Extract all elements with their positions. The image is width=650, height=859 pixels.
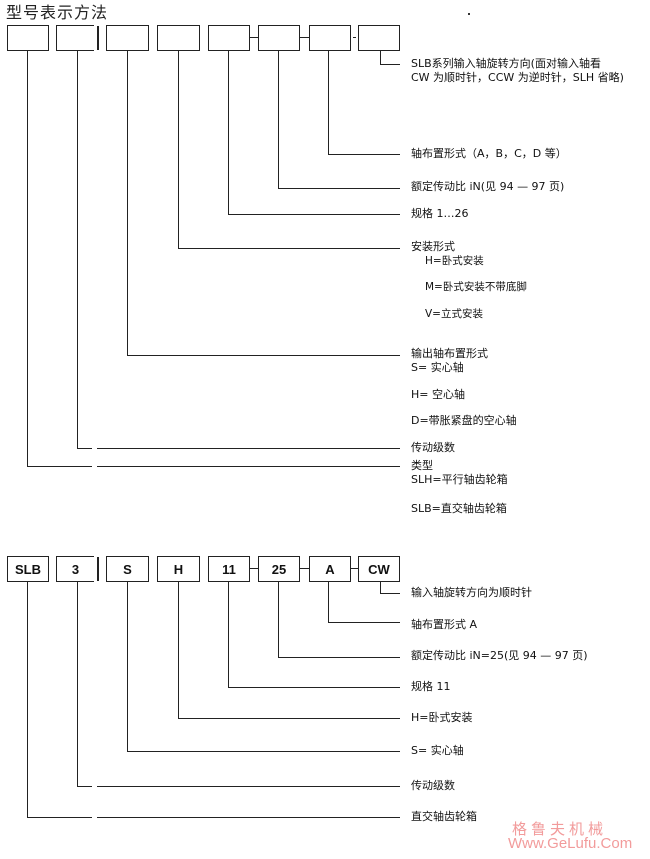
leader-line bbox=[228, 51, 230, 215]
page-title: 型号表示方法 bbox=[6, 3, 109, 22]
leader-line bbox=[278, 657, 400, 659]
label-output-shaft-d: D=带胀紧盘的空心轴 bbox=[411, 414, 517, 427]
label-rotation-line1: SLB系列输入轴旋转方向(面对输入轴看 bbox=[411, 57, 601, 70]
label-mounting-m: M=卧式安装不带底脚 bbox=[425, 281, 527, 293]
label-type-slh: SLH=平行轴齿轮箱 bbox=[411, 473, 508, 486]
example-label-ratio: 额定传动比 iN=25(见 94 — 97 页) bbox=[411, 649, 588, 662]
leader-line bbox=[278, 188, 400, 190]
leader-line bbox=[228, 687, 400, 689]
leader-line bbox=[127, 355, 400, 357]
leader-line bbox=[228, 582, 230, 688]
label-mounting-h: H=卧式安装 bbox=[425, 255, 484, 267]
leader-line bbox=[278, 51, 280, 189]
label-output-shaft-h: H= 空心轴 bbox=[411, 388, 465, 401]
example-label-type: 直交轴齿轮箱 bbox=[411, 810, 477, 823]
leader-line bbox=[328, 582, 330, 623]
label-type-slb: SLB=直交轴齿轮箱 bbox=[411, 502, 507, 515]
leader-line bbox=[328, 154, 400, 156]
leader-line bbox=[27, 466, 92, 468]
stray-dot bbox=[468, 13, 470, 15]
leader-line bbox=[328, 622, 400, 624]
example-label-mounting: H=卧式安装 bbox=[411, 711, 473, 724]
watermark-en: Www.GeLufu.Com bbox=[508, 835, 633, 852]
leader-line bbox=[380, 582, 382, 594]
leader-line bbox=[127, 751, 400, 753]
box-connector bbox=[351, 568, 358, 570]
example-box-rotation: CW bbox=[358, 556, 400, 582]
code-box-mounting bbox=[157, 25, 200, 51]
label-output-shaft-heading: 输出轴布置形式 bbox=[411, 347, 488, 360]
leader-line bbox=[380, 51, 382, 65]
leader-line bbox=[380, 593, 400, 595]
code-box-type bbox=[7, 25, 49, 51]
separator-bar bbox=[97, 26, 99, 50]
code-box-rotation bbox=[358, 25, 400, 51]
code-box-stages bbox=[56, 25, 94, 51]
box-connector bbox=[250, 37, 258, 39]
leader-line bbox=[278, 582, 280, 658]
label-output-shaft-s: S= 实心轴 bbox=[411, 361, 464, 374]
label-stages: 传动级数 bbox=[411, 441, 455, 454]
leader-line bbox=[228, 214, 400, 216]
leader-line bbox=[380, 64, 400, 66]
leader-line bbox=[97, 448, 400, 450]
leader-line bbox=[127, 582, 129, 752]
label-ratio: 额定传动比 iN(见 94 — 97 页) bbox=[411, 180, 565, 193]
label-type-heading: 类型 bbox=[411, 459, 433, 472]
example-box-output-shaft: S bbox=[106, 556, 149, 582]
example-box-shaft-arrangement: A bbox=[309, 556, 351, 582]
box-connector bbox=[250, 568, 258, 570]
watermark-cn: 格鲁夫机械 bbox=[512, 820, 608, 838]
leader-line bbox=[77, 51, 79, 449]
leader-line bbox=[178, 582, 180, 719]
leader-line bbox=[328, 51, 330, 155]
leader-line bbox=[77, 582, 79, 787]
label-rotation-line2: CW 为顺时针，CCW 为逆时针，SLH 省略) bbox=[411, 71, 624, 84]
leader-line bbox=[178, 718, 400, 720]
leader-line bbox=[97, 786, 400, 788]
leader-line bbox=[27, 582, 29, 818]
code-box-shaft-arrangement bbox=[309, 25, 351, 51]
leader-line bbox=[127, 51, 129, 356]
label-mounting-heading: 安装形式 bbox=[411, 240, 455, 253]
leader-line bbox=[77, 448, 92, 450]
leader-line bbox=[97, 817, 400, 819]
example-box-ratio: 25 bbox=[258, 556, 300, 582]
example-label-output-shaft: S= 实心轴 bbox=[411, 744, 464, 757]
leader-line bbox=[77, 786, 92, 788]
example-box-mounting: H bbox=[157, 556, 200, 582]
code-box-output-shaft bbox=[106, 25, 149, 51]
example-box-stages: 3 bbox=[56, 556, 94, 582]
box-connector bbox=[300, 568, 309, 570]
box-connector bbox=[300, 37, 309, 39]
example-box-size: 11 bbox=[208, 556, 250, 582]
leader-line bbox=[178, 248, 400, 250]
label-mounting-v: V=立式安装 bbox=[425, 308, 483, 320]
example-label-shaft-arrangement: 轴布置形式 A bbox=[411, 618, 478, 631]
separator-bar bbox=[97, 557, 99, 581]
example-label-stages: 传动级数 bbox=[411, 779, 455, 792]
example-label-size: 规格 11 bbox=[411, 680, 451, 693]
example-label-rotation: 输入轴旋转方向为顺时针 bbox=[411, 586, 532, 599]
leader-line bbox=[27, 817, 92, 819]
leader-line bbox=[97, 466, 400, 468]
box-connector bbox=[353, 37, 356, 39]
leader-line bbox=[178, 51, 180, 249]
label-shaft-arrangement: 轴布置形式（A，B，C，D 等） bbox=[411, 147, 567, 160]
leader-line bbox=[27, 51, 29, 467]
code-box-size bbox=[208, 25, 250, 51]
label-size: 规格 1…26 bbox=[411, 207, 469, 220]
code-box-ratio bbox=[258, 25, 300, 51]
example-box-type: SLB bbox=[7, 556, 49, 582]
